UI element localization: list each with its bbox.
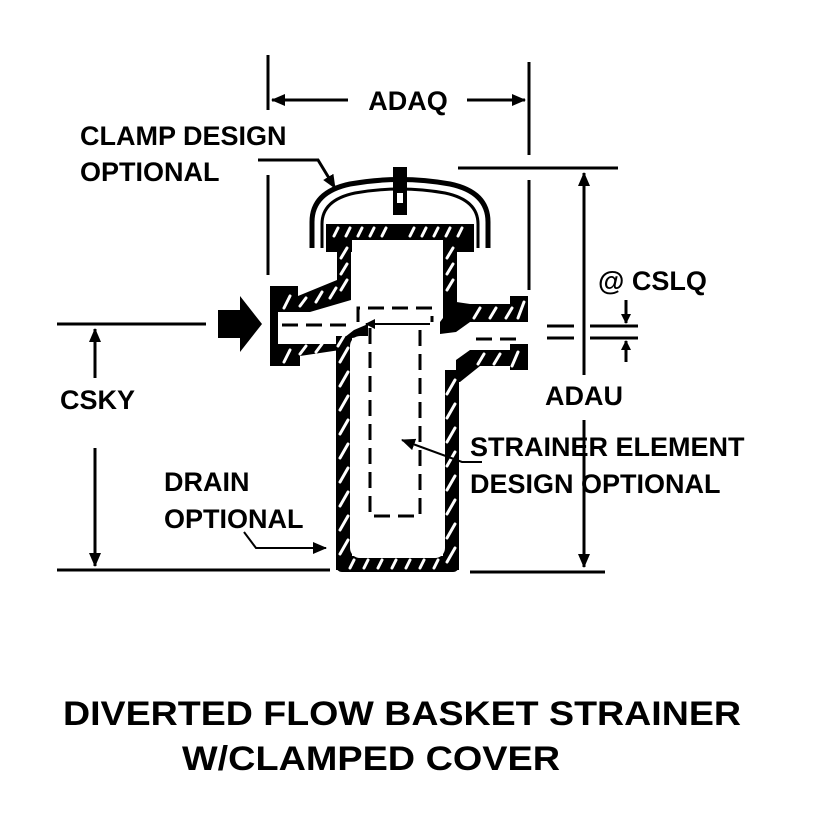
- flow-arrow-icon: [218, 296, 262, 352]
- clamp-callout-line1: CLAMP DESIGN: [80, 121, 287, 151]
- inlet-height-dimension: CSKY: [57, 328, 330, 572]
- strainer-element-top: [356, 306, 434, 322]
- width-label: ADAQ: [368, 86, 448, 116]
- diagram-title-line1: DIVERTED FLOW BASKET STRAINER: [63, 695, 741, 733]
- strainer-leader-arrow: [401, 438, 482, 463]
- clamp-screw: [393, 167, 407, 215]
- cslq-label: @ CSLQ: [598, 266, 707, 296]
- clamp-screw-detail: [397, 193, 403, 203]
- clamp-callout: CLAMP DESIGN OPTIONAL: [80, 121, 337, 189]
- wall-hatching: [282, 246, 526, 570]
- drain-callout: DRAIN OPTIONAL: [164, 467, 327, 554]
- strainer-callout-line2: DESIGN OPTIONAL: [470, 469, 721, 499]
- inlet-flange-top: [270, 280, 351, 318]
- strainer-callout: STRAINER ELEMENT DESIGN OPTIONAL: [401, 432, 745, 499]
- body-bottom: [336, 556, 459, 572]
- body-wall-lower-right: [443, 370, 459, 570]
- drain-leader-arrow: [243, 531, 327, 554]
- outlet-offset-dimension: @ CSLQ: [547, 266, 707, 362]
- clamp-callout-line2: OPTIONAL: [80, 157, 220, 187]
- clamp-leader-arrow: [258, 158, 337, 189]
- strainer-body: [270, 238, 528, 572]
- diagram-title-line2: W/CLAMPED COVER: [182, 740, 560, 778]
- adau-label: ADAU: [545, 381, 623, 411]
- csky-label: CSKY: [60, 385, 135, 415]
- overall-height-dimension: ADAU: [458, 166, 623, 574]
- outlet-flange-bottom: [456, 344, 528, 382]
- drain-callout-line1: DRAIN: [164, 467, 250, 497]
- strainer-element: [356, 306, 434, 518]
- cover-hatching: [332, 226, 464, 238]
- width-dimension: ADAQ: [266, 55, 531, 290]
- strainer-callout-line1: STRAINER ELEMENT: [470, 432, 745, 462]
- inlet-flange-bottom: [270, 324, 368, 366]
- clamp-cover: [309, 167, 491, 248]
- drain-callout-line2: OPTIONAL: [164, 504, 304, 534]
- outlet-flange-top: [440, 296, 528, 334]
